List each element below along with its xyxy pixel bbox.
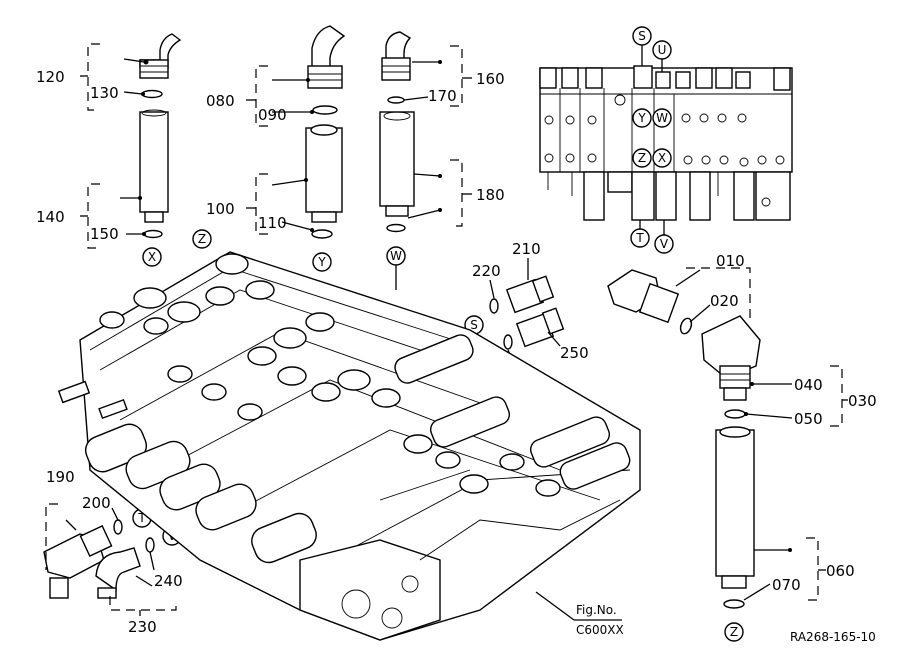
label-180: 180	[476, 186, 505, 204]
label-070: 070	[772, 576, 801, 594]
label-040: 040	[794, 376, 823, 394]
label-090: 090	[258, 106, 287, 124]
control-valve-assembly	[57, 251, 641, 641]
assembly-030: 010 020 030 040 050 060 070 Z	[607, 252, 877, 642]
assembly-160: 160 170 180 W	[379, 31, 505, 290]
label-150: 150	[90, 225, 119, 243]
assembly-120: 120 130 140 150 X Z	[36, 33, 212, 267]
label-060: 060	[826, 562, 855, 580]
label-230: 230	[128, 618, 157, 636]
label-080: 080	[206, 92, 235, 110]
label-110: 110	[258, 214, 287, 232]
label-100: 100	[206, 200, 235, 218]
port-x-marker: X	[148, 250, 156, 264]
assembly-080: 080 090 100 110 Y	[206, 25, 346, 272]
port-z-marker-top: Z	[198, 232, 206, 246]
schematic-port-z: Z	[638, 151, 646, 165]
schematic-port-s: S	[638, 29, 646, 43]
label-160: 160	[476, 70, 505, 88]
port-y-marker: Y	[317, 255, 326, 269]
label-010: 010	[716, 252, 745, 270]
label-190: 190	[46, 468, 75, 486]
label-200: 200	[82, 494, 111, 512]
label-030: 030	[848, 392, 877, 410]
label-220: 220	[472, 262, 501, 280]
schematic-port-t: T	[635, 231, 644, 245]
label-240: 240	[154, 572, 183, 590]
schematic-port-u: U	[658, 43, 667, 57]
label-170: 170	[428, 87, 457, 105]
valve-port-schematic: S U Y W Z X T V	[539, 26, 793, 254]
schematic-port-w: W	[656, 111, 668, 125]
fig-no-label: Fig.No.	[576, 603, 617, 617]
label-120: 120	[36, 68, 65, 86]
schematic-port-y: Y	[637, 111, 646, 125]
fig-no-value: C600XX	[576, 623, 624, 637]
figure-caption: Fig.No. C600XX	[535, 591, 624, 637]
port-s-marker: S	[470, 318, 478, 332]
label-210: 210	[512, 240, 541, 258]
port-z-marker-bottom: Z	[730, 625, 738, 639]
label-250: 250	[560, 344, 589, 362]
port-t-marker: T	[137, 511, 146, 525]
port-w-marker: W	[390, 249, 402, 263]
label-140: 140	[36, 208, 65, 226]
label-020: 020	[710, 292, 739, 310]
drawing-code: RA268-165-10	[790, 630, 876, 644]
schematic-port-x: X	[658, 151, 666, 165]
label-050: 050	[794, 410, 823, 428]
schematic-port-v: V	[660, 237, 669, 251]
label-130: 130	[90, 84, 119, 102]
assembly-190: 190 200 240 230 T V	[43, 468, 183, 636]
